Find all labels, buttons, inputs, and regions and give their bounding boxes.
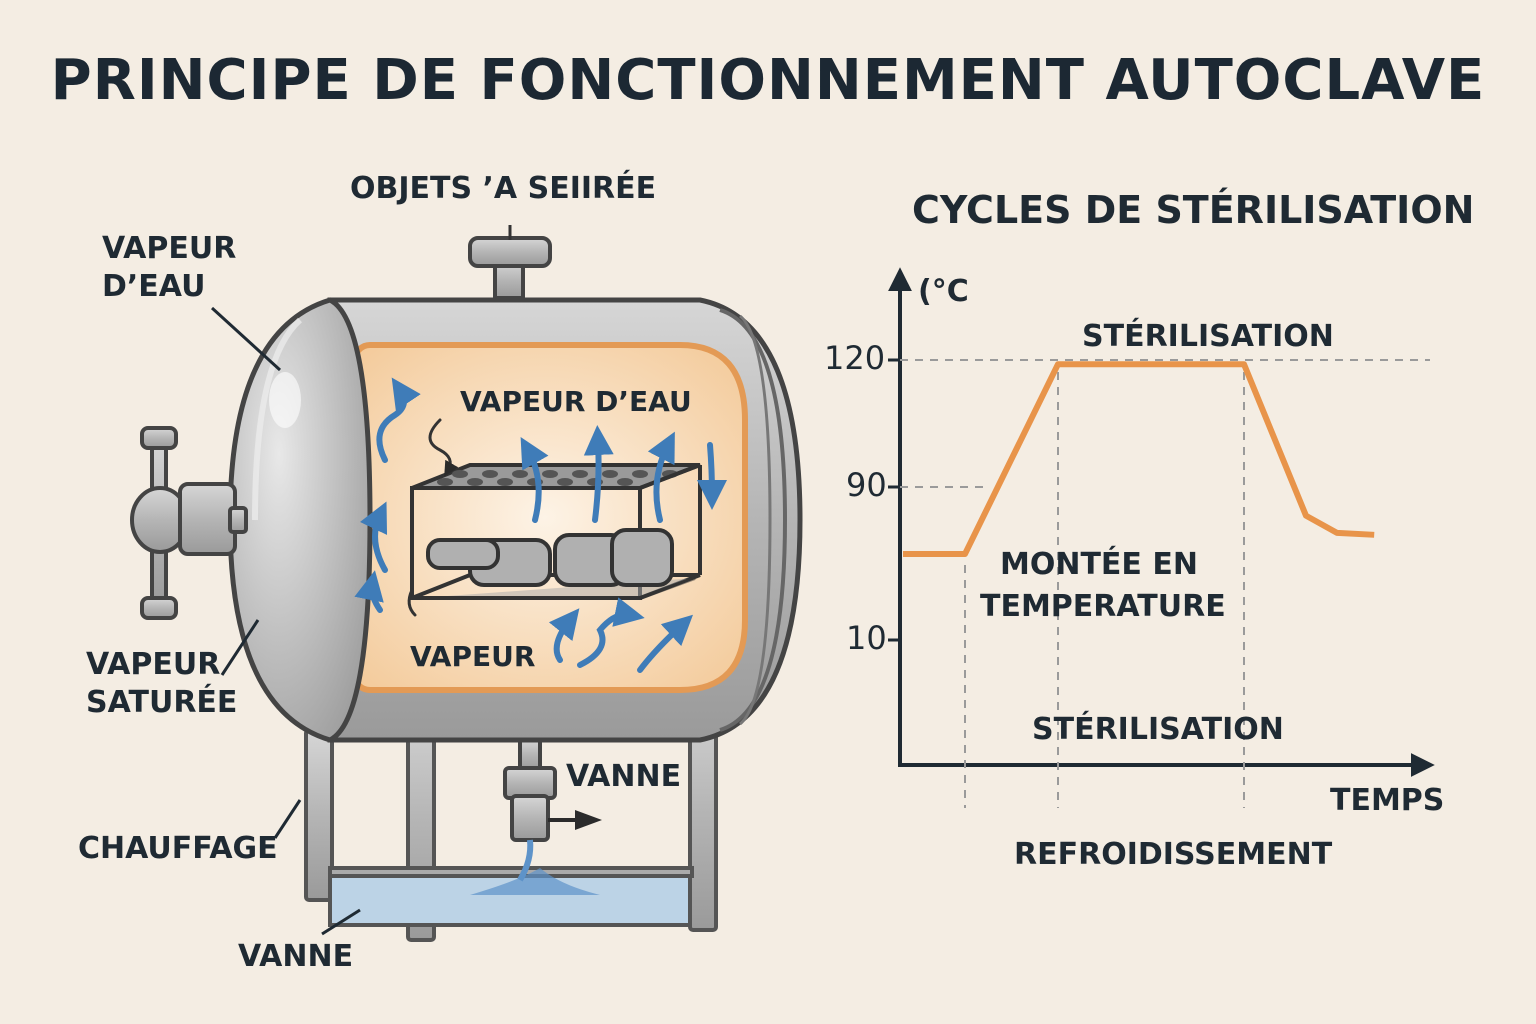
label-vapeur-saturee-1: VAPEUR (86, 647, 221, 682)
flow-squiggles (407, 418, 459, 617)
y-tick-label-90: 90 (846, 466, 887, 504)
chart-title: CYCLES DE STÉRILISATION (912, 188, 1475, 232)
y-tick-label-10: 10 (846, 619, 887, 657)
annotation-montee-1: MONTÉE EN (1000, 547, 1198, 582)
x-axis-label: TEMPS (1330, 783, 1445, 818)
door-handle (130, 426, 248, 620)
y-axis-label: (°C (918, 274, 969, 309)
steam-arrows (354, 377, 727, 673)
top-valve (468, 225, 552, 300)
y-tick-label-120: 120 (824, 339, 886, 377)
door (227, 297, 373, 743)
label-vapeur-eau-outer-1: VAPEUR (102, 231, 237, 266)
water-pool (470, 868, 600, 895)
label-vapeur-eau-inner: VAPEUR D’EAU (460, 385, 692, 418)
label-objets: OBJETS ʼA SEIIRÉE (350, 171, 657, 206)
annotation-montee-2: TEMPERATURE (980, 589, 1226, 624)
label-vapeur-saturee-2: SATURÉE (86, 685, 238, 720)
label-vanne-right: VANNE (566, 759, 682, 794)
label-vanne-bottom: VANNE (238, 939, 354, 974)
label-vapeur-inner: VAPEUR (410, 640, 536, 673)
leader-lines (210, 306, 361, 936)
temperature-line (903, 361, 1375, 557)
label-chauffage: CHAUFFAGE (78, 831, 278, 866)
label-vapeur-eau-outer-2: D’EAU (102, 269, 206, 304)
annotation-sterilisation-bottom: STÉRILISATION (1032, 712, 1284, 747)
annotation-refroidissement: REFROIDISSEMENT (1014, 837, 1333, 872)
page-title: PRINCIPE DE FONCTIONNEMENT AUTOCLAVE (50, 48, 1486, 113)
sterilisation-chart (888, 267, 1435, 808)
annotation-sterilisation-top: STÉRILISATION (1082, 319, 1334, 354)
